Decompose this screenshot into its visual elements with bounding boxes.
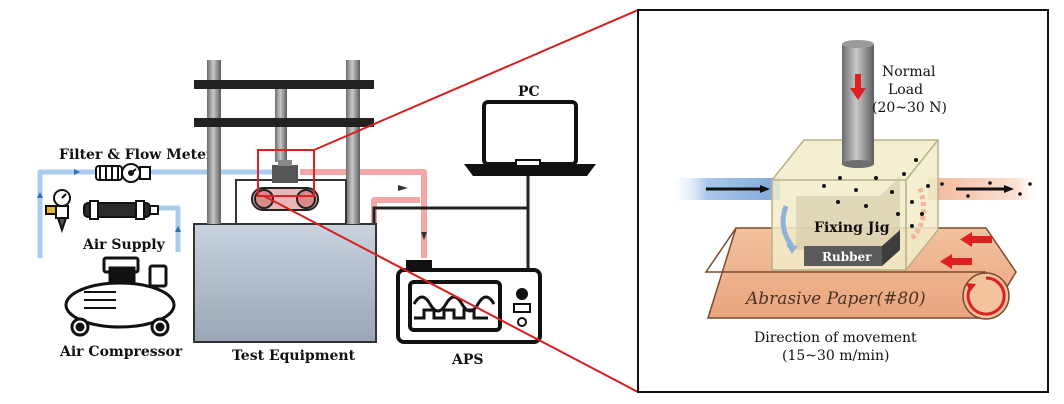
inner-flow-arrow-left (780, 205, 795, 248)
aps-label: APS (451, 352, 484, 368)
load-arrow (850, 74, 866, 100)
pc-label: PC (518, 84, 540, 100)
zoom-connector (263, 9, 639, 393)
direction-label: Direction of movement (754, 330, 917, 346)
left-column (207, 60, 221, 224)
equipment-base (193, 223, 377, 343)
load-rod (842, 40, 874, 168)
inner-flow-arrow-right (910, 187, 927, 240)
rotation-arrow (966, 276, 1006, 316)
air-compressor-label: Air Compressor (59, 344, 183, 360)
air-supply-label: Air Supply (82, 237, 166, 253)
left-roller (254, 189, 274, 209)
filter-flow-meter-icon (95, 163, 151, 183)
normal-load-label-line2: Load (888, 82, 923, 98)
right-column (346, 60, 360, 224)
test-equipment (193, 60, 377, 343)
normal-load-label-line1: Normal (882, 64, 936, 80)
inlet-arrow (706, 185, 770, 193)
rubber-specimen (804, 246, 882, 266)
middle-crossbar (194, 118, 374, 127)
movement-arrows (940, 232, 992, 269)
pc-icon (464, 100, 596, 176)
top-crossbar (194, 80, 374, 89)
abrasive-paper-label: Abrasive Paper(#80) (744, 289, 926, 309)
test-head (272, 165, 298, 183)
normal-load-range: (20~30 N) (872, 100, 947, 116)
sample-line-arrows (398, 185, 427, 240)
fixing-jig-label: Fixing Jig (814, 220, 890, 236)
zoom-region (257, 149, 315, 197)
test-equipment-label: Test Equipment (232, 348, 356, 364)
air-supply-icon (83, 200, 159, 220)
outlet-particles (940, 181, 1032, 198)
regulator-icon (45, 189, 71, 234)
data-cable (372, 168, 530, 268)
belt-roller (962, 272, 1010, 320)
test-head-cap (278, 160, 292, 166)
filter-flow-meter-label: Filter & Flow Meter (59, 147, 214, 163)
direction-speed: (15~30 m/min) (782, 348, 890, 364)
aps-icon (396, 260, 542, 344)
air-compressor-icon (64, 256, 176, 337)
right-roller (296, 189, 316, 209)
fixing-jig (771, 139, 939, 271)
rubber-label: Rubber (822, 250, 872, 264)
jig-particles (822, 158, 930, 228)
air-line (37, 169, 272, 258)
outlet-arrow (956, 185, 1014, 193)
